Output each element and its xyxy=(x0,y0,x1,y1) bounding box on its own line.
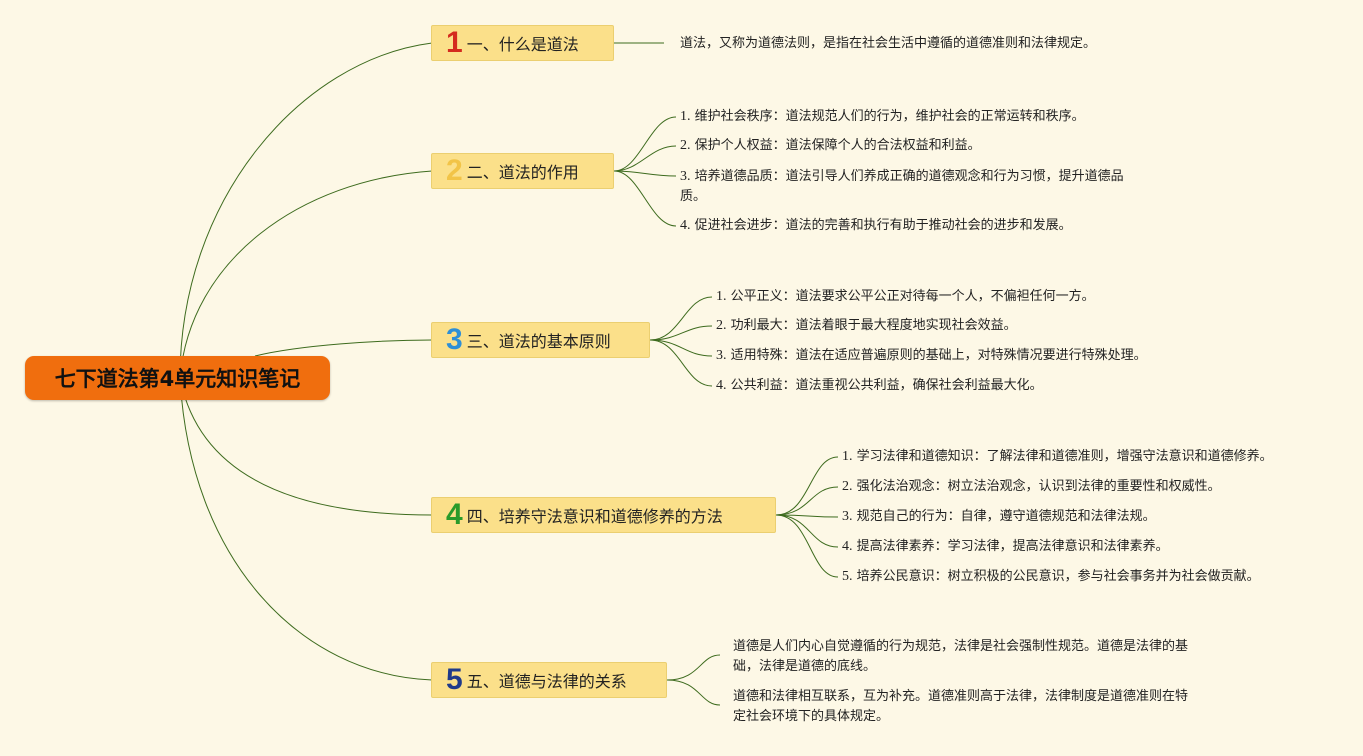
leaf-4-1[interactable]: 1. 学习法律和道德知识：了解法律和道德准则，增强守法意识和道德修养。 xyxy=(842,447,1273,467)
leaf-2-4[interactable]: 4. 促进社会进步：道法的完善和执行有助于推动社会的进步和发展。 xyxy=(680,216,1072,236)
branch-node-4[interactable]: 4 四、培养守法意识和道德修养的方法 xyxy=(431,497,776,533)
branch-node-2[interactable]: 2 二、道法的作用 xyxy=(431,153,614,189)
leaf-1-1[interactable]: 道法，又称为道德法则，是指在社会生活中遵循的道德准则和法律规定。 xyxy=(680,34,1096,54)
leaf-4-3[interactable]: 3. 规范自己的行为：自律，遵守道德规范和法律法规。 xyxy=(842,507,1156,527)
leaf-text: 维护社会秩序：道法规范人们的行为，维护社会的正常运转和秩序。 xyxy=(694,109,1085,124)
leaf-text: 强化法治观念：树立法治观念，认识到法律的重要性和权威性。 xyxy=(856,479,1221,494)
leaf-text-continued: 础，法律是道德的底线。 xyxy=(733,659,877,674)
root-title: 七下道法第4单元知识笔记 xyxy=(54,367,301,391)
leaf-3-4[interactable]: 4. 公共利益：道法重视公共利益，确保社会利益最大化。 xyxy=(716,376,1043,396)
branch-title: 五、道德与法律的关系 xyxy=(466,672,627,691)
leaf-4-2[interactable]: 2. 强化法治观念：树立法治观念，认识到法律的重要性和权威性。 xyxy=(842,477,1221,497)
leaf-index: 4. xyxy=(716,378,727,393)
leaf-2-3[interactable]: 3. 培养道德品质：道法引导人们养成正确的道德观念和行为习惯，提升道德品 质。 xyxy=(680,167,1170,207)
leaf-text: 培养公民意识：树立积极的公民意识，参与社会事务并为社会做贡献。 xyxy=(856,569,1260,584)
root-link-1 xyxy=(179,42,433,379)
branch-title: 一、什么是道法 xyxy=(466,35,579,54)
root-link-5 xyxy=(179,377,433,681)
leaf-index: 2. xyxy=(716,318,727,333)
leaf-text: 道德是人们内心自觉遵循的行为规范，法律是社会强制性规范。道德是法律的基 xyxy=(733,639,1189,654)
leaf-index: 5. xyxy=(842,569,853,584)
branch-title: 二、道法的作用 xyxy=(466,163,579,182)
leaf-text: 规范自己的行为：自律，遵守道德规范和法律法规。 xyxy=(856,509,1156,524)
root-link-4 xyxy=(179,377,433,516)
leaf-text: 公共利益：道法重视公共利益，确保社会利益最大化。 xyxy=(730,378,1043,393)
leaf-text: 提高法律素养：学习法律，提高法律意识和法律素养。 xyxy=(856,539,1169,554)
root-node[interactable]: 七下道法第4单元知识笔记 xyxy=(25,356,330,400)
leaf-3-2[interactable]: 2. 功利最大：道法着眼于最大程度地实现社会效益。 xyxy=(716,316,1017,336)
leaf-2-1[interactable]: 1. 维护社会秩序：道法规范人们的行为，维护社会的正常运转和秩序。 xyxy=(680,107,1085,127)
branch-title: 三、道法的基本原则 xyxy=(466,332,611,351)
leaf-index: 3. xyxy=(680,169,691,184)
number-1-icon: 1 xyxy=(446,26,463,59)
leaf-text-continued: 质。 xyxy=(680,189,707,204)
leaf-index: 3. xyxy=(716,348,727,363)
leaf-index: 1. xyxy=(680,109,691,124)
leaf-5-1[interactable]: 道德是人们内心自觉遵循的行为规范，法律是社会强制性规范。道德是法律的基 础，法律… xyxy=(733,637,1233,677)
leaf-text: 培养道德品质：道法引导人们养成正确的道德观念和行为习惯，提升道德品 xyxy=(694,169,1124,184)
leaf-text: 道德和法律相互联系，互为补充。道德准则高于法律，法律制度是道德准则在特 xyxy=(733,689,1189,704)
leaf-index: 2. xyxy=(842,479,853,494)
leaf-index: 4. xyxy=(842,539,853,554)
leaf-text: 适用特殊：道法在适应普遍原则的基础上，对特殊情况要进行特殊处理。 xyxy=(730,348,1147,363)
leaf-text: 道法，又称为道德法则，是指在社会生活中遵循的道德准则和法律规定。 xyxy=(680,36,1097,51)
leaf-4-5[interactable]: 5. 培养公民意识：树立积极的公民意识，参与社会事务并为社会做贡献。 xyxy=(842,567,1260,587)
number-5-icon: 5 xyxy=(446,663,463,696)
leaf-index: 2. xyxy=(680,138,691,153)
root-link-3 xyxy=(254,339,433,357)
leaf-5-2[interactable]: 道德和法律相互联系，互为补充。道德准则高于法律，法律制度是道德准则在特 定社会环… xyxy=(733,687,1233,727)
leaf-text: 公平正义：道法要求公平公正对待每一个人，不偏袒任何一方。 xyxy=(730,289,1095,304)
leaf-index: 4. xyxy=(680,218,691,233)
leaf-index: 1. xyxy=(842,449,853,464)
leaf-index: 1. xyxy=(716,289,727,304)
branch-node-3[interactable]: 3 三、道法的基本原则 xyxy=(431,322,650,358)
number-3-icon: 3 xyxy=(446,323,463,356)
leaf-3-1[interactable]: 1. 公平正义：道法要求公平公正对待每一个人，不偏袒任何一方。 xyxy=(716,287,1095,307)
leaf-2-2[interactable]: 2. 保护个人权益：道法保障个人的合法权益和利益。 xyxy=(680,136,981,156)
leaf-text: 保护个人权益：道法保障个人的合法权益和利益。 xyxy=(694,138,981,153)
leaf-4-4[interactable]: 4. 提高法律素养：学习法律，提高法律意识和法律素养。 xyxy=(842,537,1169,557)
leaf-index: 3. xyxy=(842,509,853,524)
branch-node-5[interactable]: 5 五、道德与法律的关系 xyxy=(431,662,667,698)
leaf-text: 促进社会进步：道法的完善和执行有助于推动社会的进步和发展。 xyxy=(694,218,1072,233)
leaf-3-3[interactable]: 3. 适用特殊：道法在适应普遍原则的基础上，对特殊情况要进行特殊处理。 xyxy=(716,346,1147,366)
branch-title: 四、培养守法意识和道德修养的方法 xyxy=(466,507,723,526)
root-link-2 xyxy=(179,170,433,379)
leaf-text: 功利最大：道法着眼于最大程度地实现社会效益。 xyxy=(730,318,1017,333)
branch-node-1[interactable]: 1 一、什么是道法 xyxy=(431,25,614,61)
leaf-text: 学习法律和道德知识：了解法律和道德准则，增强守法意识和道德修养。 xyxy=(856,449,1273,464)
leaf-text-continued: 定社会环境下的具体规定。 xyxy=(733,709,890,724)
number-2-icon: 2 xyxy=(446,154,463,187)
number-4-icon: 4 xyxy=(446,498,463,531)
